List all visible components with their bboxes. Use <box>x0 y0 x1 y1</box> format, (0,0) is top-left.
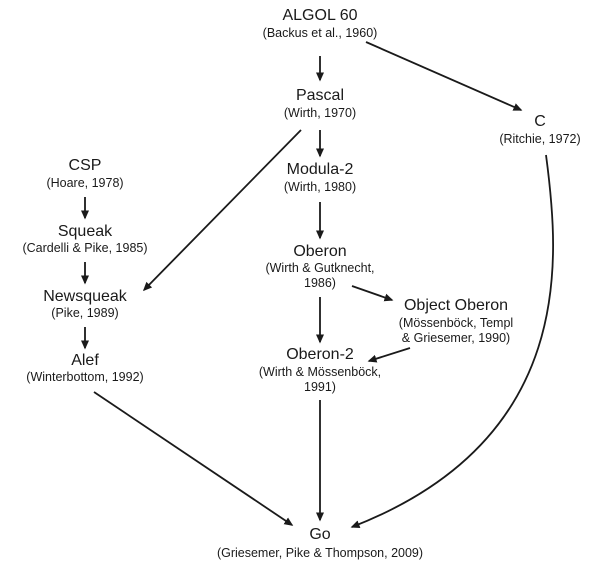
node-go-label: Go <box>309 526 330 543</box>
node-c-label: C <box>534 113 546 130</box>
node-object-oberon: Object Oberon (Mössenböck, Templ & Gries… <box>399 297 513 345</box>
node-csp: CSP (Hoare, 1978) <box>46 157 123 190</box>
node-c-sub: (Ritchie, 1972) <box>499 132 580 146</box>
node-squeak-sub: (Cardelli & Pike, 1985) <box>22 241 147 255</box>
node-oberon-sub1: (Wirth & Gutknecht, <box>265 261 374 275</box>
node-squeak: Squeak (Cardelli & Pike, 1985) <box>22 223 147 255</box>
node-c: C (Ritchie, 1972) <box>499 113 580 146</box>
edge-object-oberon-to-oberon2 <box>367 347 411 363</box>
node-go-sub: (Griesemer, Pike & Thompson, 2009) <box>217 546 423 560</box>
node-object-oberon-sub2: & Griesemer, 1990) <box>402 331 510 345</box>
node-csp-sub: (Hoare, 1978) <box>46 176 123 190</box>
node-oberon: Oberon (Wirth & Gutknecht, 1986) <box>265 243 374 290</box>
node-oberon2-sub2: 1991) <box>304 380 336 394</box>
node-alef-label: Alef <box>71 352 99 369</box>
node-pascal-sub: (Wirth, 1970) <box>284 106 356 120</box>
node-oberon2: Oberon-2 (Wirth & Mössenböck, 1991) <box>259 346 381 394</box>
node-newsqueak: Newsqueak (Pike, 1989) <box>43 288 128 320</box>
edge-algol60-to-c <box>365 41 523 111</box>
node-pascal-label: Pascal <box>296 87 344 104</box>
node-alef-sub: (Winterbottom, 1992) <box>26 370 143 384</box>
node-modula2: Modula-2 (Wirth, 1980) <box>284 161 356 194</box>
edge-c-to-go <box>350 154 554 529</box>
node-algol60-sub: (Backus et al., 1960) <box>263 26 378 40</box>
node-squeak-label: Squeak <box>58 223 113 240</box>
edge-oberon-to-object-oberon <box>351 285 394 302</box>
edge-pascal-to-newsqueak <box>142 129 302 292</box>
node-newsqueak-sub: (Pike, 1989) <box>51 306 118 320</box>
node-object-oberon-label: Object Oberon <box>404 297 508 314</box>
node-modula2-label: Modula-2 <box>287 161 354 178</box>
edge-alef-to-go <box>93 391 294 526</box>
node-algol60-label: ALGOL 60 <box>282 7 357 24</box>
node-oberon2-label: Oberon-2 <box>286 346 354 363</box>
node-csp-label: CSP <box>69 157 102 174</box>
node-oberon-sub2: 1986) <box>304 276 336 290</box>
node-oberon-label: Oberon <box>293 243 346 260</box>
node-algol60: ALGOL 60 (Backus et al., 1960) <box>263 7 378 40</box>
node-object-oberon-sub1: (Mössenböck, Templ <box>399 316 513 330</box>
node-go: Go (Griesemer, Pike & Thompson, 2009) <box>217 526 423 560</box>
node-alef: Alef (Winterbottom, 1992) <box>26 352 143 384</box>
node-oberon2-sub1: (Wirth & Mössenböck, <box>259 365 381 379</box>
node-modula2-sub: (Wirth, 1980) <box>284 180 356 194</box>
node-pascal: Pascal (Wirth, 1970) <box>284 87 356 120</box>
node-newsqueak-label: Newsqueak <box>43 288 128 305</box>
